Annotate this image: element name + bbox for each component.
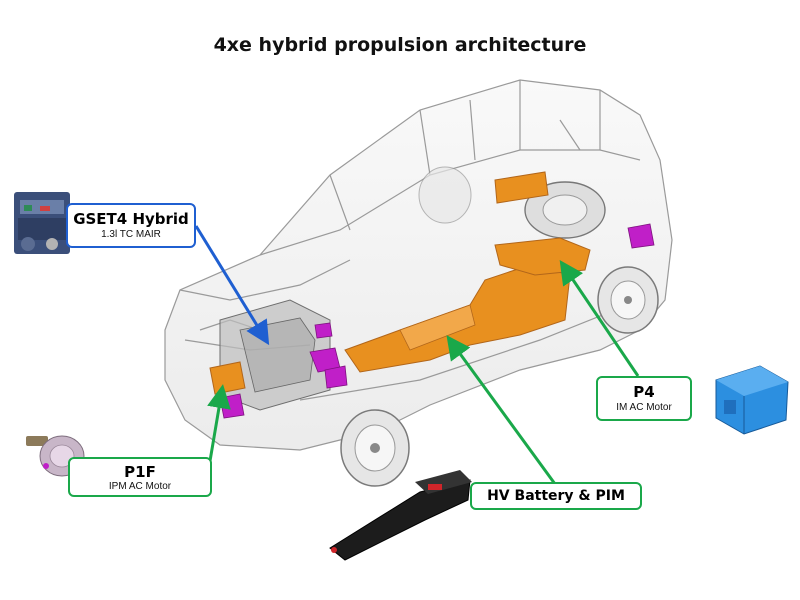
engine-thumbnail [14,192,70,254]
rear-wheel [597,266,659,334]
hv-battery-arrow [446,335,557,485]
p4-name: P4 [633,383,655,401]
gset4-arrow [194,225,270,346]
hv-battery-callout: HV Battery & PIM [470,482,642,510]
gset4-name: GSET4 Hybrid [73,210,189,228]
front-wheel [340,409,410,487]
p4-detail: IM AC Motor [616,402,672,413]
rear-left-wheel-shadow [418,166,472,224]
spare-wheel [524,181,606,239]
diagram-title: 4xe hybrid propulsion architecture [213,34,587,56]
p1f-arrow [207,384,231,462]
p4-callout: P4 IM AC Motor [596,376,692,421]
hv-battery-name: HV Battery & PIM [487,488,625,504]
hv-battery-thumbnail [329,470,472,561]
p1f-detail: IPM AC Motor [108,481,172,492]
battery-pack [209,171,591,395]
gset4-callout: GSET4 Hybrid 1.3l TC MAIR [66,203,196,248]
p1f-callout: P1F IPM AC Motor [68,457,212,497]
p4-arrow [559,260,640,377]
p1f-name: P1F [124,463,156,481]
gset4-detail: 1.3l TC MAIR [101,229,161,240]
p4-motor-thumbnail [715,365,789,435]
